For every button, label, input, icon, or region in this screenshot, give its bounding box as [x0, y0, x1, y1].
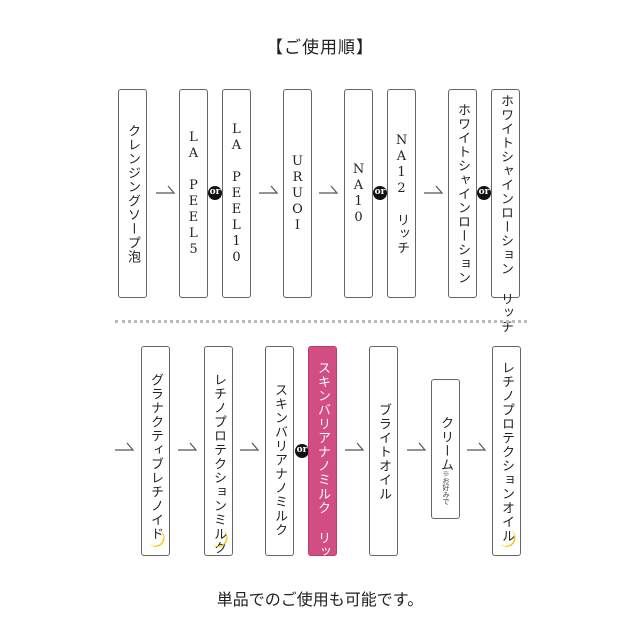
- step-label: レチノプロテクションオイル: [499, 361, 514, 543]
- moon-icon: [500, 530, 516, 547]
- step-retino-protection-milk: レチノプロテクションミルク: [204, 346, 233, 556]
- or-badge: or: [477, 186, 491, 200]
- arrow-icon: [115, 442, 135, 451]
- arrow-icon: [240, 442, 260, 451]
- arrow-icon: [319, 185, 339, 194]
- arrow-icon: [259, 185, 279, 194]
- arrow-icon: [407, 442, 427, 451]
- moon-icon: [149, 530, 165, 547]
- step-na10: NA10: [344, 89, 373, 298]
- step-label: クレンジングソープ泡: [125, 123, 140, 264]
- step-label: ホワイトシャインローション: [455, 102, 470, 285]
- step-uruoi: URUOI: [283, 89, 312, 298]
- step-label: スキンバリアナノミルク: [272, 383, 287, 537]
- step-cream: クリーム ※お好みで: [431, 379, 460, 519]
- moon-icon: [212, 530, 228, 547]
- step-label: ブライトオイル: [376, 403, 391, 501]
- arrow-icon: [156, 185, 176, 194]
- step-bright-oil: ブライトオイル: [369, 346, 398, 556]
- page-title: 【ご使用順】: [266, 38, 374, 58]
- arrow-icon: [178, 442, 198, 451]
- step-label: クリーム: [438, 416, 453, 472]
- step-white-shine-lotion-rich: ホワイトシャインローション リッチ: [491, 89, 520, 334]
- step-label: LA PEEL10: [229, 121, 244, 266]
- step-skin-barrier-nano-milk: スキンバリアナノミルク: [265, 346, 294, 556]
- step-label: URUOI: [290, 153, 305, 234]
- arrow-icon: [345, 442, 365, 451]
- divider: [115, 320, 527, 323]
- step-label: LA PEEL5: [186, 129, 201, 258]
- step-la-peel10: LA PEEL10: [222, 89, 251, 298]
- step-label: ホワイトシャインローション リッチ: [498, 94, 513, 334]
- step-label: レチノプロテクションミルク: [211, 373, 226, 555]
- step-label: NA12 リッチ: [394, 132, 409, 255]
- step-granactive-retinoid: グラナクティブレチノイド: [141, 346, 170, 556]
- arrow-icon: [424, 185, 444, 194]
- step-white-shine-lotion: ホワイトシャインローション: [448, 89, 477, 298]
- arrow-icon: [467, 442, 487, 451]
- step-label: グラナクティブレチノイド: [148, 373, 163, 541]
- step-na12-rich: NA12 リッチ: [387, 89, 416, 298]
- or-badge: or: [373, 186, 387, 200]
- step-label: NA10: [351, 161, 366, 226]
- footer-note: 単品でのご使用も可能です。: [216, 590, 424, 609]
- or-badge: or: [208, 186, 222, 200]
- step-la-peel5: LA PEEL5: [179, 89, 208, 298]
- step-skin-barrier-nano-milk-rich: スキンバリアナノミルク リッチ: [308, 346, 337, 573]
- step-retino-protection-oil: レチノプロテクションオイル: [492, 346, 521, 556]
- step-cleansing-soap: クレンジングソープ泡: [118, 89, 147, 298]
- optional-note: ※お好みで: [442, 470, 450, 505]
- step-label: スキンバリアナノミルク リッチ: [315, 361, 330, 573]
- or-badge: or: [295, 444, 309, 458]
